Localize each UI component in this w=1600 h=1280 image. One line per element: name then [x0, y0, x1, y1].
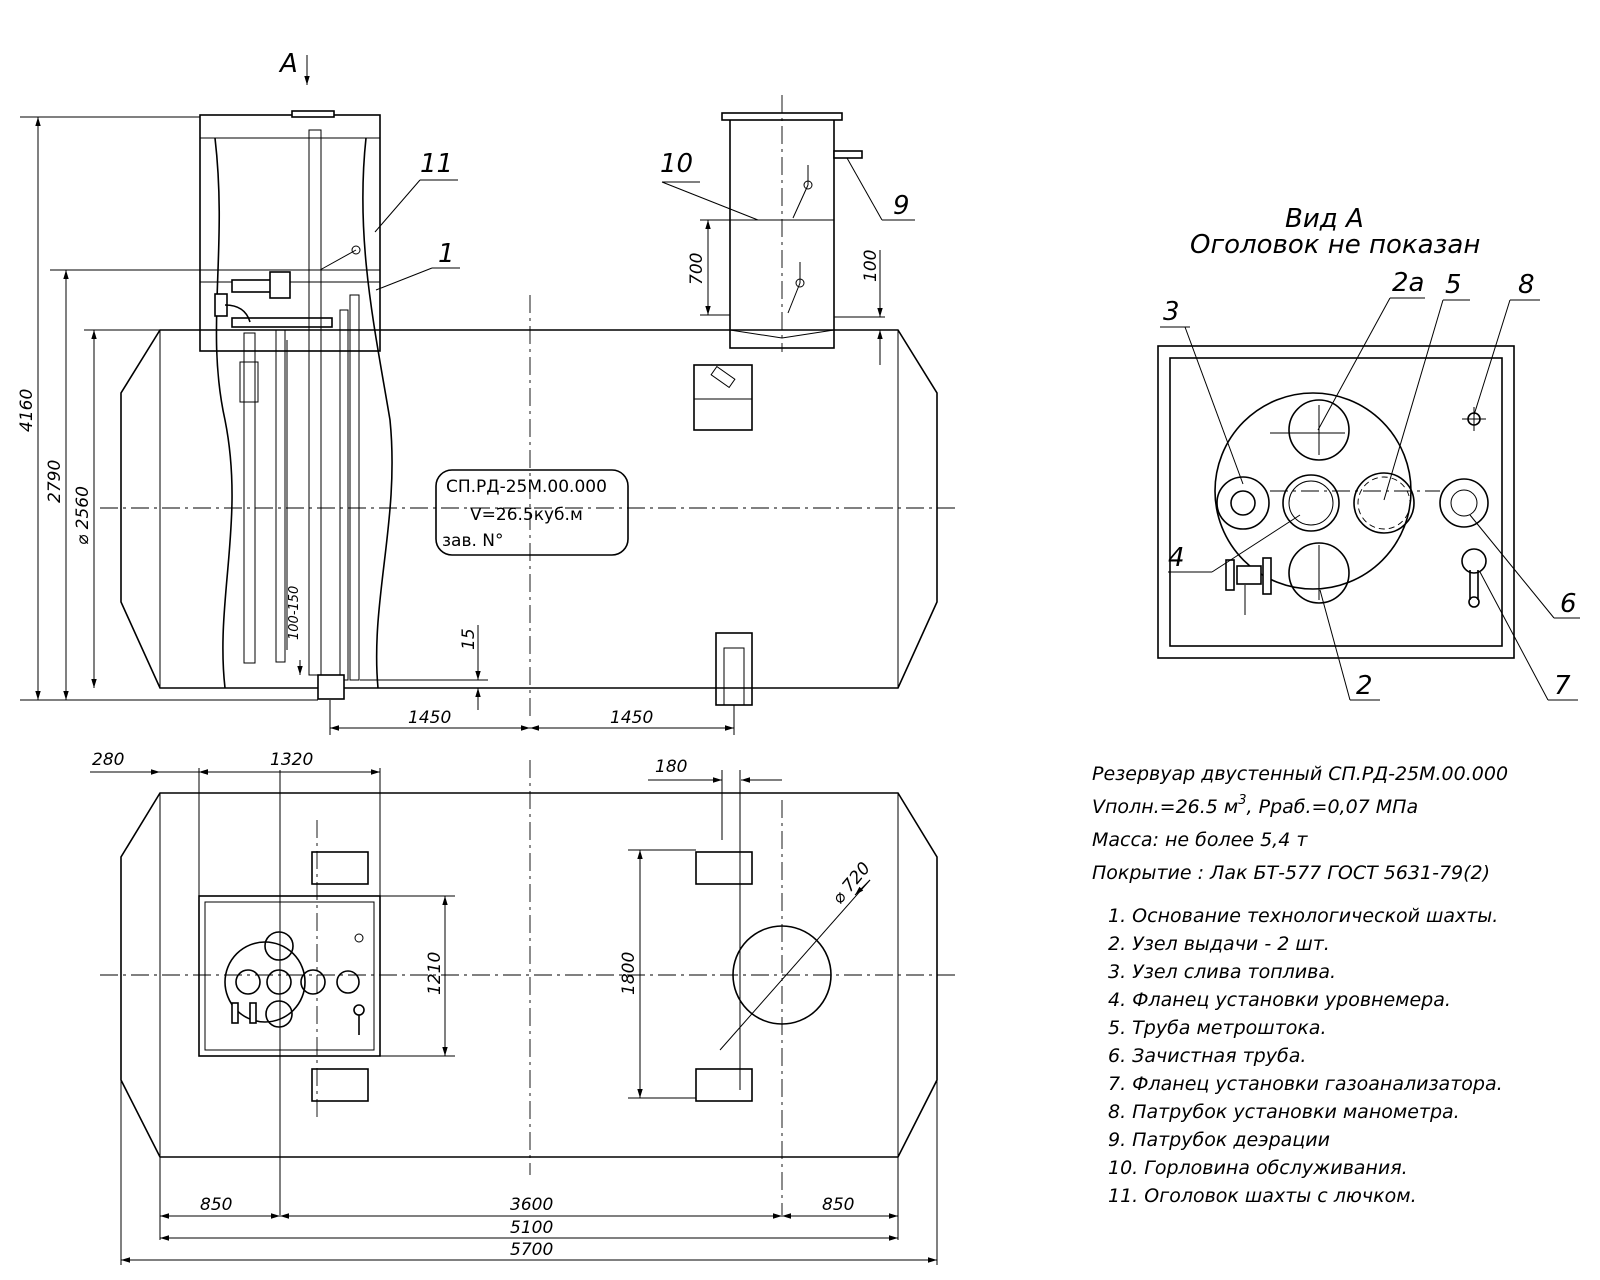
- view-marker-a: A: [278, 49, 298, 79]
- specification: Резервуар двустенный СП.РД-25М.00.000 Vп…: [1092, 763, 1508, 884]
- saddle-right-bottom: [695, 1068, 753, 1102]
- legend-item: 2. Узел выдачи - 2 шт.: [1108, 933, 1330, 955]
- legend-item: 4. Фланец установки уровнемера.: [1108, 989, 1451, 1011]
- shaft-head: [199, 114, 381, 352]
- dim-5100: 5100: [510, 1218, 553, 1238]
- callout-7: 7: [1554, 671, 1571, 701]
- legend-item: 3. Узел слива топлива.: [1108, 961, 1336, 983]
- dim-15: 15: [459, 628, 479, 650]
- nameplate-frame: [435, 469, 629, 556]
- legend-item: 6. Зачистная труба.: [1108, 1045, 1306, 1067]
- dim-1800: 1800: [619, 952, 639, 995]
- body-hatch-top: [693, 364, 753, 431]
- spec-line4: Покрытие : Лак БТ-577 ГОСТ 5631-79(2): [1092, 862, 1490, 884]
- nameplate-line2: V=26.5куб.м: [470, 505, 583, 525]
- callout-3: 3: [1163, 297, 1180, 327]
- view-a-outer-frame: [1157, 345, 1515, 659]
- plan-view: 280 1320 180 ⌀ 720 1210 1800 850 3600 85…: [90, 750, 960, 1265]
- callout-5: 5: [1445, 270, 1462, 300]
- spec-line1: Резервуар двустенный СП.РД-25М.00.000: [1092, 763, 1508, 785]
- callout-8: 8: [1518, 270, 1535, 300]
- saddle-right-top: [695, 851, 753, 885]
- dim-850-right: 850: [822, 1195, 854, 1215]
- legend-item: 11. Оголовок шахты с лючком.: [1108, 1185, 1417, 1207]
- callout-10: 10: [660, 149, 693, 179]
- dim-100-150: 100-150: [287, 586, 302, 640]
- front-view: СП.РД-25М.00.000 V=26.5куб.м зав. N° A 4…: [17, 49, 960, 735]
- spec-line3: Масса: не более 5,4 т: [1092, 829, 1308, 851]
- legend-item: 7. Фланец установки газоанализатора.: [1108, 1073, 1503, 1095]
- dim-700: 700: [687, 253, 707, 285]
- dim-4160: 4160: [17, 389, 37, 432]
- saddle-left-bottom: [311, 1068, 369, 1102]
- dim-850-left: 850: [200, 1195, 232, 1215]
- dim-1320: 1320: [270, 750, 313, 770]
- dim-2560: ⌀ 2560: [73, 486, 93, 545]
- nameplate-line1: СП.РД-25М.00.000: [446, 477, 607, 497]
- callout-6: 6: [1560, 589, 1577, 619]
- view-a-subtitle: Оголовок не показан: [1190, 230, 1480, 260]
- callout-1: 1: [438, 239, 455, 269]
- legend-item: 9. Патрубок деэрации: [1108, 1129, 1330, 1151]
- nameplate-line3: зав. N°: [442, 531, 504, 551]
- legend-item: 1. Основание технологической шахты.: [1108, 905, 1498, 927]
- view-a-title: Вид A: [1285, 204, 1364, 234]
- callout-11: 11: [420, 149, 453, 179]
- dim-280: 280: [92, 750, 124, 770]
- view-a: Вид A Оголовок не показан: [1157, 204, 1580, 701]
- spec-line2: Vполн.=26.5 м3, Рраб.=0,07 МПа: [1092, 793, 1418, 818]
- shaft-plan-outer: [198, 895, 381, 1057]
- dim-2790: 2790: [45, 460, 65, 503]
- dim-100: 100: [861, 250, 881, 282]
- callout-4: 4: [1168, 543, 1185, 573]
- deaeration-nozzle: [833, 150, 863, 159]
- callout-2a: 2a: [1392, 268, 1424, 298]
- hatch-handle: [291, 110, 335, 118]
- body-support-bottom: [715, 632, 753, 706]
- callout-2: 2: [1356, 671, 1373, 701]
- dim-180: 180: [655, 757, 687, 777]
- dim-5700: 5700: [510, 1240, 553, 1260]
- dim-1210: 1210: [425, 952, 445, 995]
- legend-item: 10. Горловина обслуживания.: [1108, 1157, 1408, 1179]
- legend-item: 5. Труба метроштока.: [1108, 1017, 1327, 1039]
- saddle-left-top: [311, 851, 369, 885]
- legend-item: 8. Патрубок установки манометра.: [1108, 1101, 1460, 1123]
- dim-1450-left: 1450: [408, 708, 451, 728]
- view-a-inner-frame: [1169, 357, 1503, 647]
- legend: 1. Основание технологической шахты. 2. У…: [1108, 905, 1503, 1207]
- callout-9: 9: [893, 191, 910, 221]
- dim-1450-right: 1450: [610, 708, 653, 728]
- dim-3600: 3600: [510, 1195, 553, 1215]
